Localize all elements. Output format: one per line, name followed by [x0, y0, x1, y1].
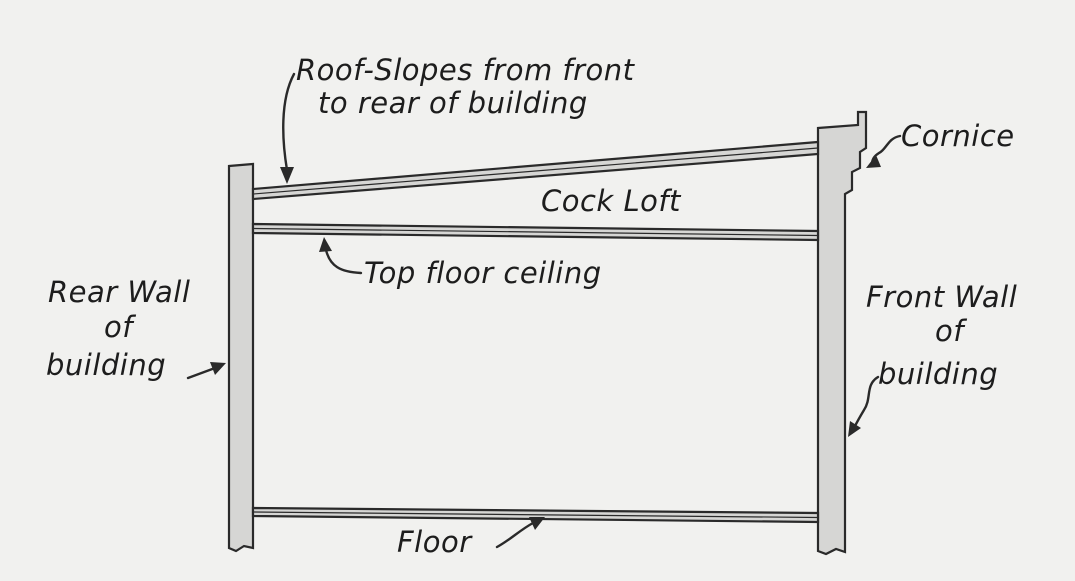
roof-arrowhead: [280, 167, 294, 184]
cornice-arrowhead: [866, 155, 881, 168]
front-wall: [816, 110, 868, 556]
rear-wall-label-line2: of: [104, 310, 136, 344]
front-wall-label-line3: building: [878, 357, 998, 391]
front-wall-label-line2: of: [935, 314, 967, 348]
roof-label-line1: Roof-Slopes from front: [296, 53, 636, 87]
rear-wall-label-line3: building: [46, 348, 166, 382]
front-wall-leader: [852, 375, 880, 430]
floor-label: Floor: [397, 525, 473, 559]
rear-wall: [227, 162, 255, 553]
rear-wall-arrowhead: [210, 362, 226, 375]
front-wall-arrowhead: [848, 421, 861, 437]
ceiling-inner-line: [252, 227, 819, 237]
floor-arrowhead: [529, 517, 545, 530]
floor-inner-line: [252, 511, 819, 519]
top-floor-ceiling-label: Top floor ceiling: [364, 256, 602, 290]
cornice-label: Cornice: [901, 119, 1015, 153]
roof-leader: [282, 72, 296, 172]
rear-wall-leader: [186, 366, 217, 380]
floor-leader: [495, 521, 535, 549]
front-wall-label-line1: Front Wall: [866, 280, 1017, 314]
top-floor-ceiling-arrowhead: [319, 237, 332, 252]
roof-inner-line: [252, 147, 819, 195]
cock-loft-label: Cock Loft: [541, 184, 682, 218]
top-floor-ceiling-leader: [324, 248, 363, 275]
roof-label-line2: to rear of building: [318, 86, 588, 120]
rear-wall-label-line1: Rear Wall: [48, 275, 190, 309]
